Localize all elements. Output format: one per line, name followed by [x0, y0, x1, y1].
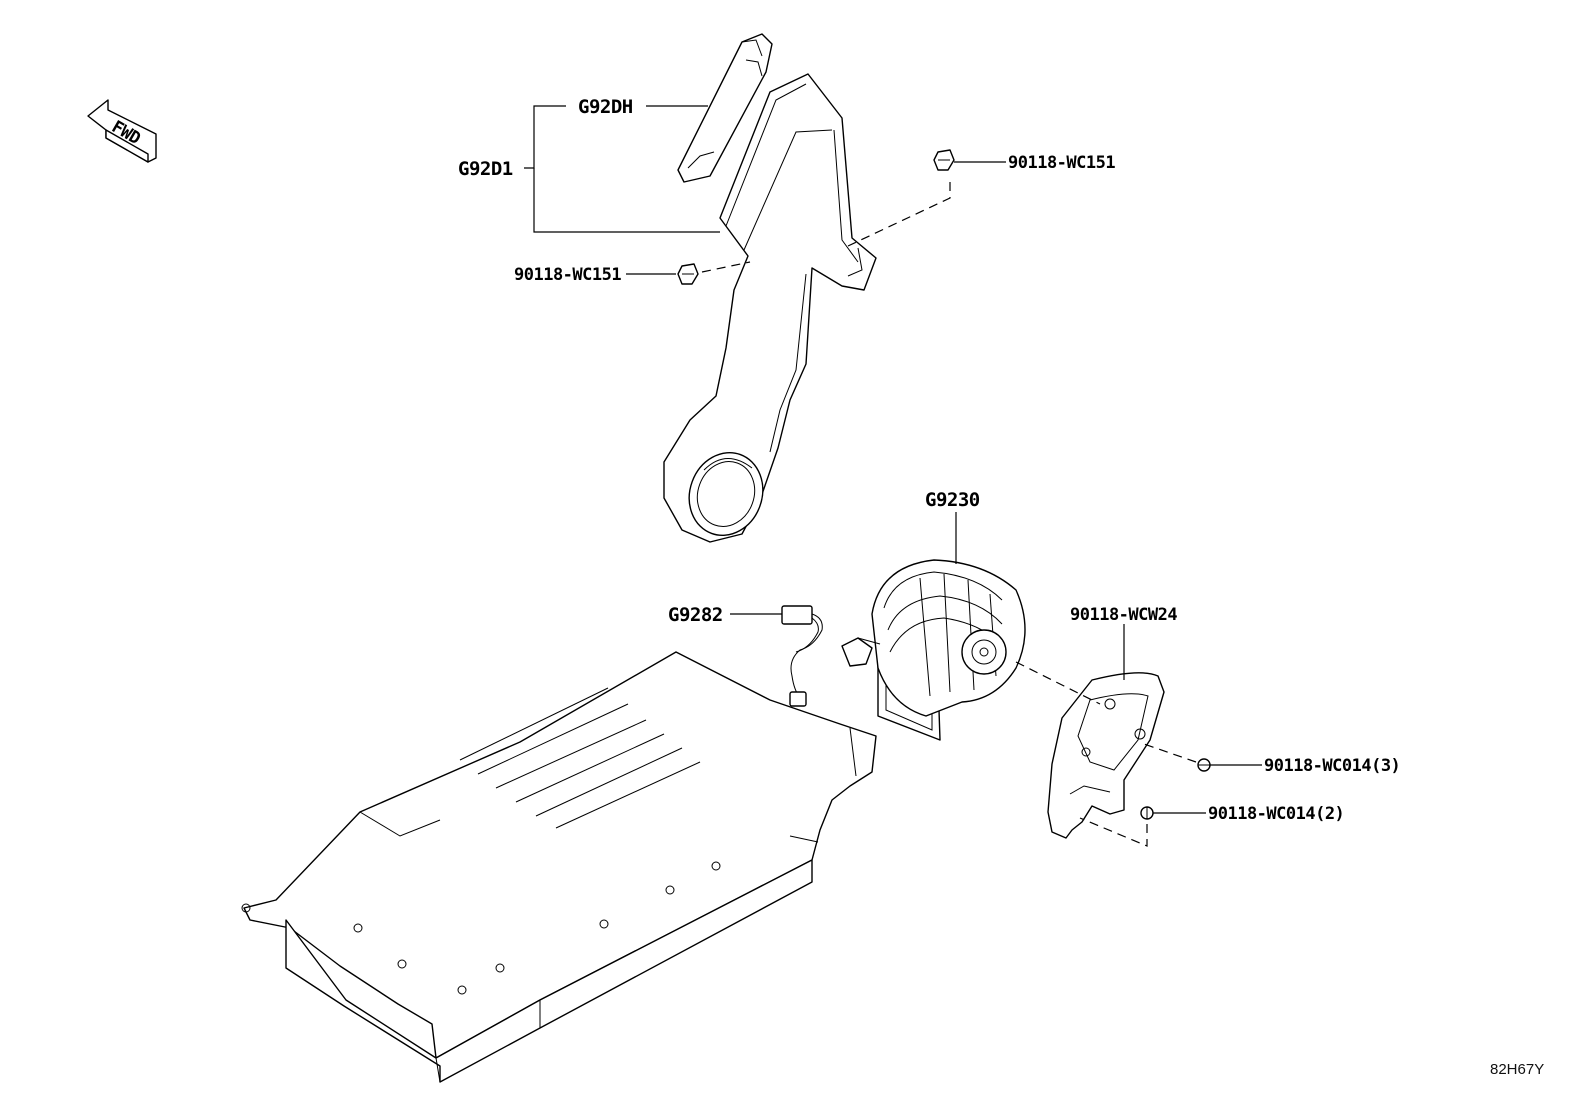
leader-duct-assembly-top	[524, 105, 566, 169]
label-sensor: G9282	[668, 604, 723, 626]
label-bolt-upper: 90118-WC014(3)	[1264, 756, 1400, 776]
sensor-part	[781, 605, 823, 707]
duct-cover-part	[677, 33, 773, 183]
blower-part	[841, 559, 1026, 741]
bolt-upper-dash	[1143, 743, 1197, 763]
diagram-code: 82H67Y	[1490, 1061, 1544, 1078]
blower-bracket-dash	[1015, 661, 1101, 705]
clip-upper-part	[933, 149, 955, 171]
fwd-arrow-icon: FWD	[87, 99, 157, 163]
label-duct-assembly: G92D1	[458, 158, 513, 180]
bolt-lower-part	[1140, 806, 1154, 820]
label-clip-upper: 90118-WC151	[1008, 153, 1115, 173]
label-duct-cover: G92DH	[578, 96, 633, 118]
label-bolt-lower: 90118-WC014(2)	[1208, 804, 1344, 824]
clip-upper-dash	[847, 182, 951, 247]
leader-duct-assembly-bottom	[533, 168, 720, 233]
battery-pack-part	[241, 651, 877, 1083]
bolt-upper-part	[1197, 758, 1211, 772]
bolt-lower-dash	[1079, 817, 1148, 847]
duct-assembly-part	[663, 73, 877, 543]
clip-lower-dash	[701, 261, 751, 273]
label-clip-lower: 90118-WC151	[514, 265, 621, 285]
bracket-part	[1047, 672, 1165, 839]
clip-lower-part	[677, 263, 699, 285]
label-blower: G9230	[925, 489, 980, 511]
label-bracket: 90118-WCW24	[1070, 605, 1177, 625]
